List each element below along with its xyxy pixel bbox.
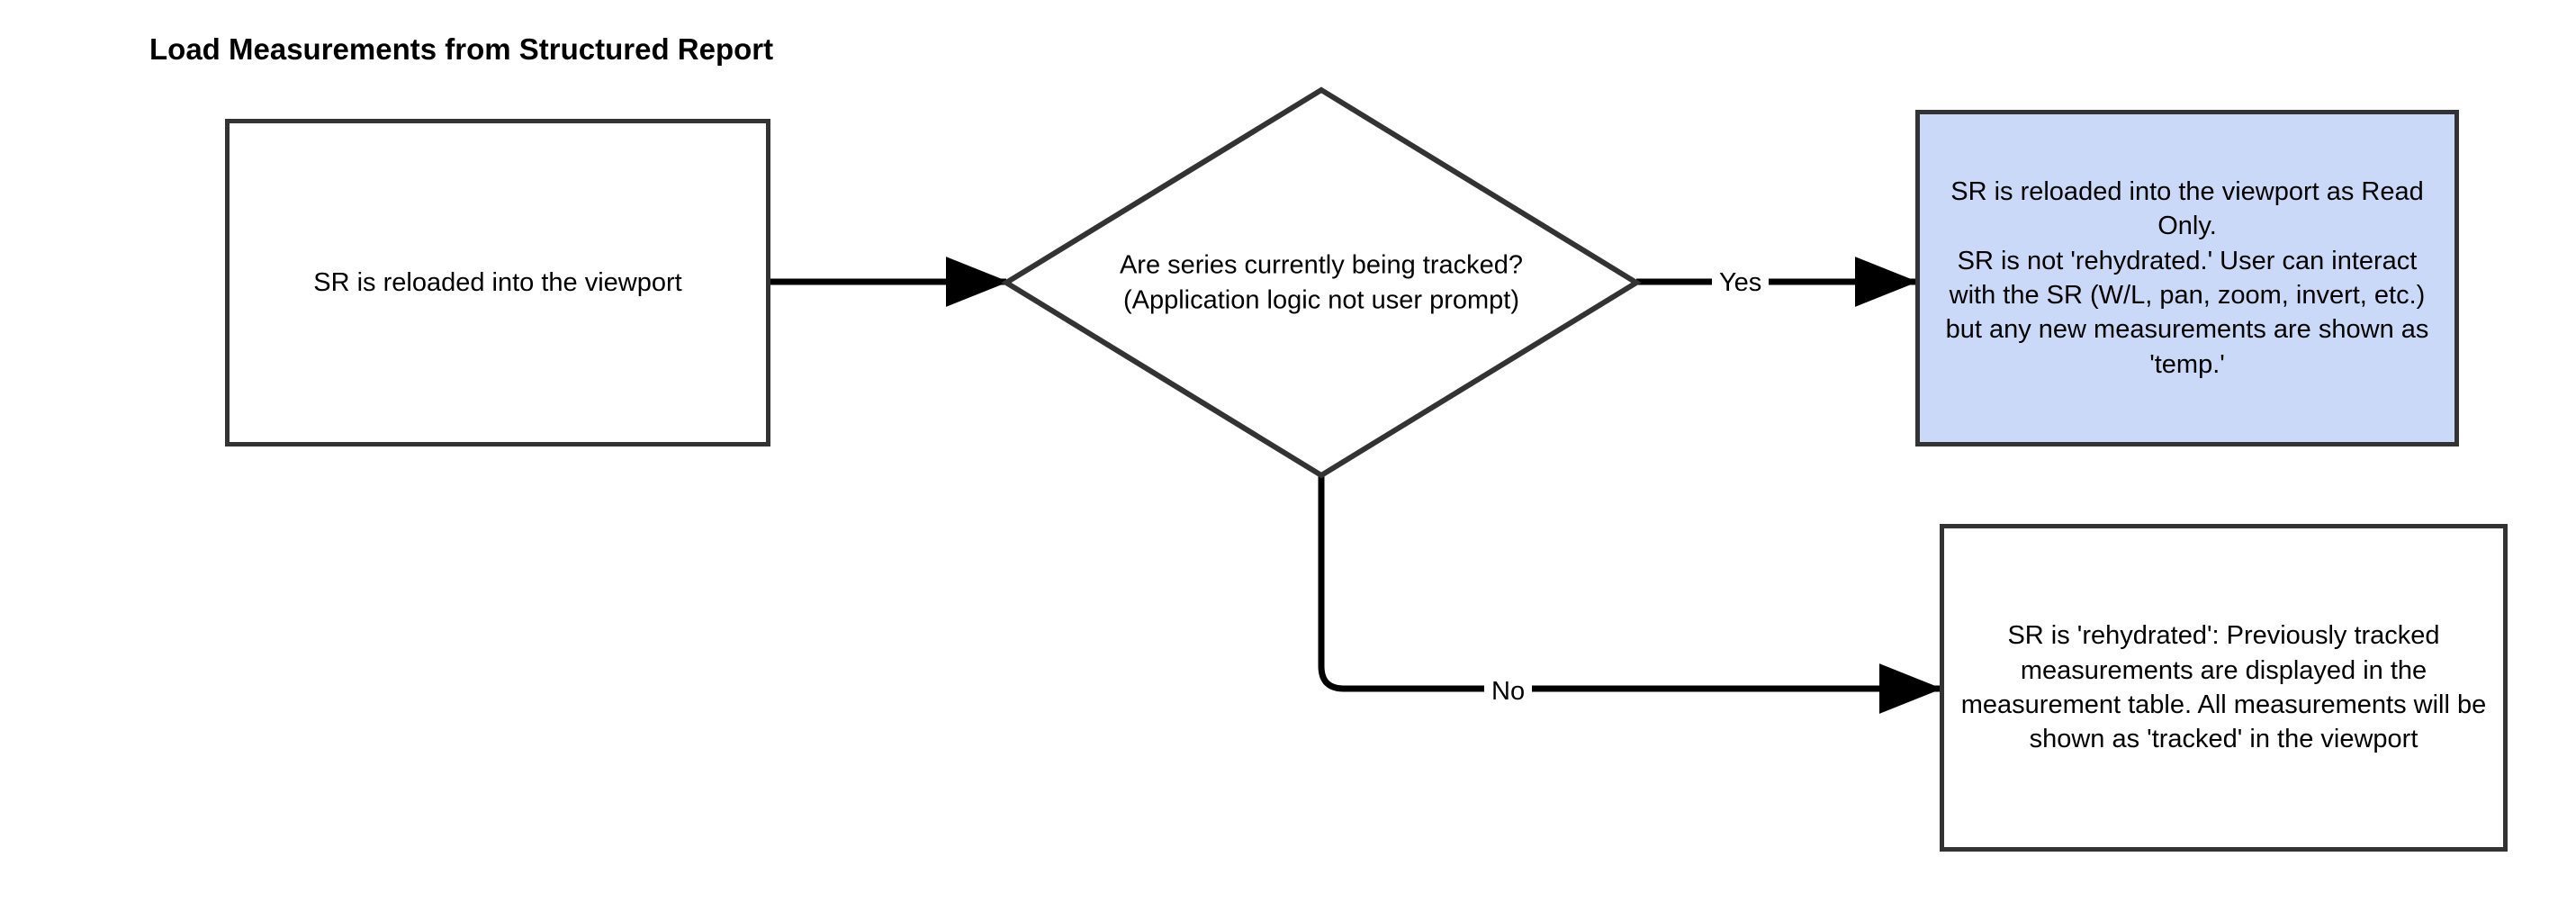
edge-decision-no (1318, 475, 1942, 714)
node-decision-label: Are series currently being tracked? (App… (1119, 250, 1524, 314)
edge-label-no: No (1484, 676, 1533, 708)
node-rehydrated-label: SR is 'rehydrated': Previously tracked m… (1960, 621, 2487, 754)
node-decision-series-tracked[interactable]: Are series currently being tracked? (App… (1006, 90, 1636, 475)
node-read-only-label: SR is reloaded into the viewport as Read… (1945, 177, 2429, 379)
node-read-only-outcome[interactable]: SR is reloaded into the viewport as Read… (1915, 110, 2459, 446)
edge-label-yes: Yes (1712, 267, 1770, 299)
node-rehydrated-outcome[interactable]: SR is 'rehydrated': Previously tracked m… (1940, 524, 2508, 852)
node-sr-reloaded-label: SR is reloaded into the viewport (313, 267, 682, 297)
page-title: Load Measurements from Structured Report (149, 32, 774, 66)
node-sr-reloaded[interactable]: SR is reloaded into the viewport (225, 119, 770, 446)
